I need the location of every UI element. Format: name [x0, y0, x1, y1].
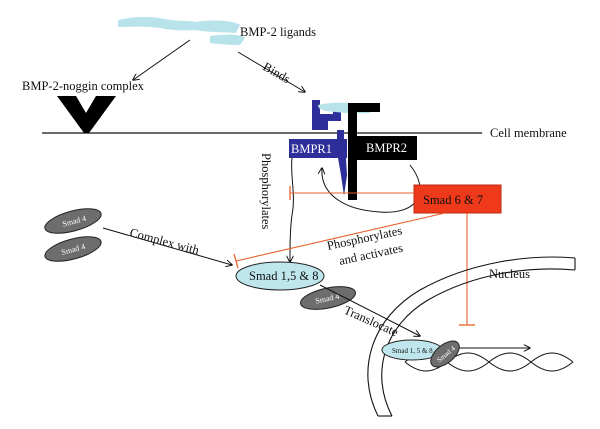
- bmpr1-label: BMPR1: [291, 142, 332, 156]
- smad4-top-left: Smad 4: [44, 208, 102, 234]
- phosphorylates-vertical-label: Phosphorylates: [259, 153, 273, 230]
- smad4-complexed: Smad 4: [300, 286, 356, 310]
- smad158-label: Smad 1,5 & 8: [249, 269, 318, 283]
- smad67-label: Smad 6 & 7: [423, 193, 483, 207]
- arrow-binds: [237, 51, 305, 92]
- noggin-shape: [57, 96, 116, 133]
- binds-label: Binds: [261, 59, 293, 86]
- cell-membrane-label: Cell membrane: [490, 126, 567, 140]
- bmp2-noggin-complex-label: BMP-2-noggin complex: [22, 79, 145, 93]
- complex-with-label: Complex with: [128, 225, 201, 257]
- smad158-ellipse: [235, 261, 325, 291]
- bmp2-ligand-top: [118, 16, 245, 45]
- nucleus-envelope: [367, 256, 576, 417]
- smad158-nuclear-label: Smad 1, 5 & 8: [392, 347, 433, 355]
- smad4-nuclear: Smad 4: [430, 340, 460, 368]
- loop-arrow-bmpr2-to-bmpr1: [322, 164, 421, 213]
- arrow-phosphorylates-vertical: [290, 157, 294, 262]
- bmp2-ligands-label: BMP-2 ligands: [240, 25, 316, 39]
- inhibition-to-nucleus: [459, 213, 475, 326]
- arrow-to-noggin-complex: [133, 39, 191, 80]
- smad4-bottom-left: Smad 4: [44, 236, 102, 262]
- arrow-complex-with: [102, 227, 232, 265]
- bmpr2-label: BMPR2: [366, 141, 407, 155]
- arrow-translocate: [319, 284, 420, 336]
- inhibition-to-receptor: [289, 186, 414, 200]
- inhibition-phosphorylates-activates: [233, 212, 446, 269]
- smad67-box: [413, 184, 502, 214]
- bmpr2-receptor: [348, 103, 417, 200]
- nucleus-label: Nucleus: [489, 267, 530, 281]
